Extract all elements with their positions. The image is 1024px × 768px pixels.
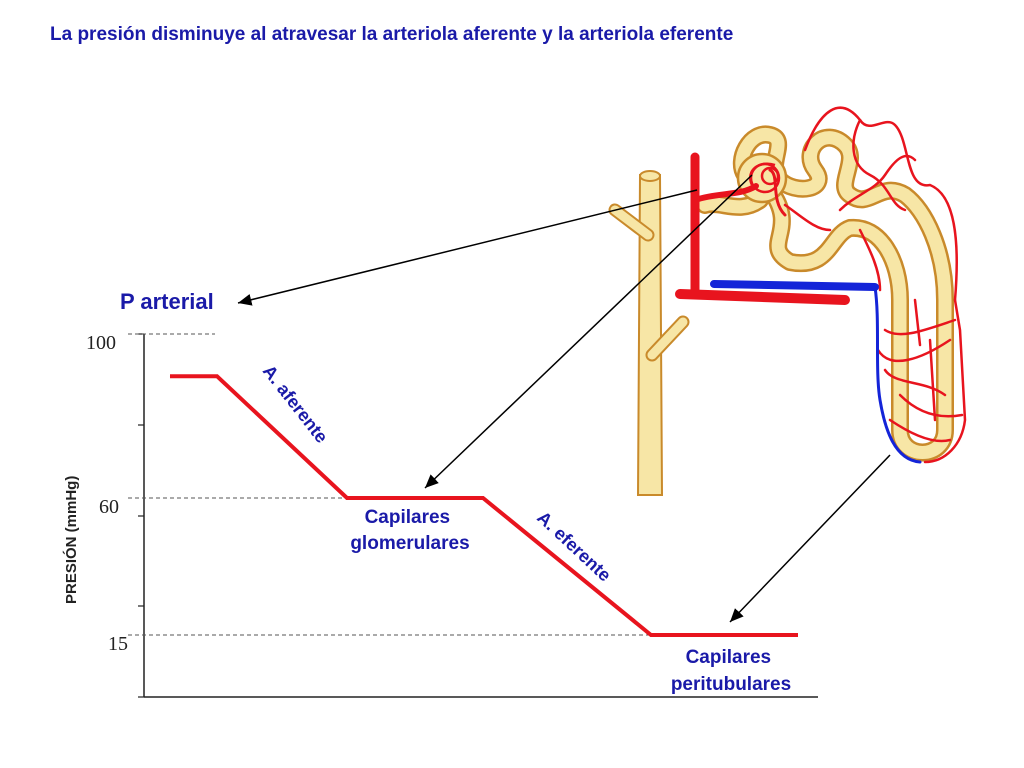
- y-axis-label: PRESIÓN (mmHg): [62, 476, 80, 604]
- label-peritubular-line2: peritubulares: [671, 674, 791, 695]
- pressure-points: [169, 376, 799, 636]
- arrow-to-peritubular: [729, 454, 891, 623]
- label-glomerular-line1: Capilares: [365, 507, 451, 528]
- pointer-arrows: [237, 174, 891, 623]
- arrow-to-glomerular: [424, 174, 753, 489]
- pressure-chart: 100 60 15 PRESIÓN (mmHg) P arterial A. a…: [62, 289, 818, 698]
- label-capilares-peritubulares: Capilares peritubulares: [671, 647, 791, 695]
- y-tick-100: 100: [86, 332, 116, 354]
- y-tick-15: 15: [108, 633, 128, 655]
- page-title: La presión disminuye al atravesar la art…: [50, 24, 734, 45]
- label-capilares-glomerulares: Capilares glomerulares: [350, 507, 469, 554]
- p-arterial-label: P arterial: [120, 289, 214, 314]
- glomerulus: [749, 162, 781, 194]
- label-peritubular-line1: Capilares: [686, 647, 772, 668]
- label-glomerular-line2: glomerulares: [350, 533, 469, 554]
- collecting-duct: [608, 170, 690, 496]
- y-tick-60: 60: [99, 496, 119, 518]
- peritubular-capillaries: [783, 106, 967, 464]
- reference-lines: [128, 333, 798, 636]
- y-minor-ticks: [138, 333, 144, 698]
- pressure-line: [170, 374, 798, 637]
- nephron-illustration: [608, 106, 967, 496]
- afferent-arteriole: [675, 152, 850, 305]
- label-a-aferente: A. aferente: [259, 361, 332, 447]
- arrow-to-p-arterial: [237, 189, 698, 306]
- efferent-and-venule: [710, 168, 922, 464]
